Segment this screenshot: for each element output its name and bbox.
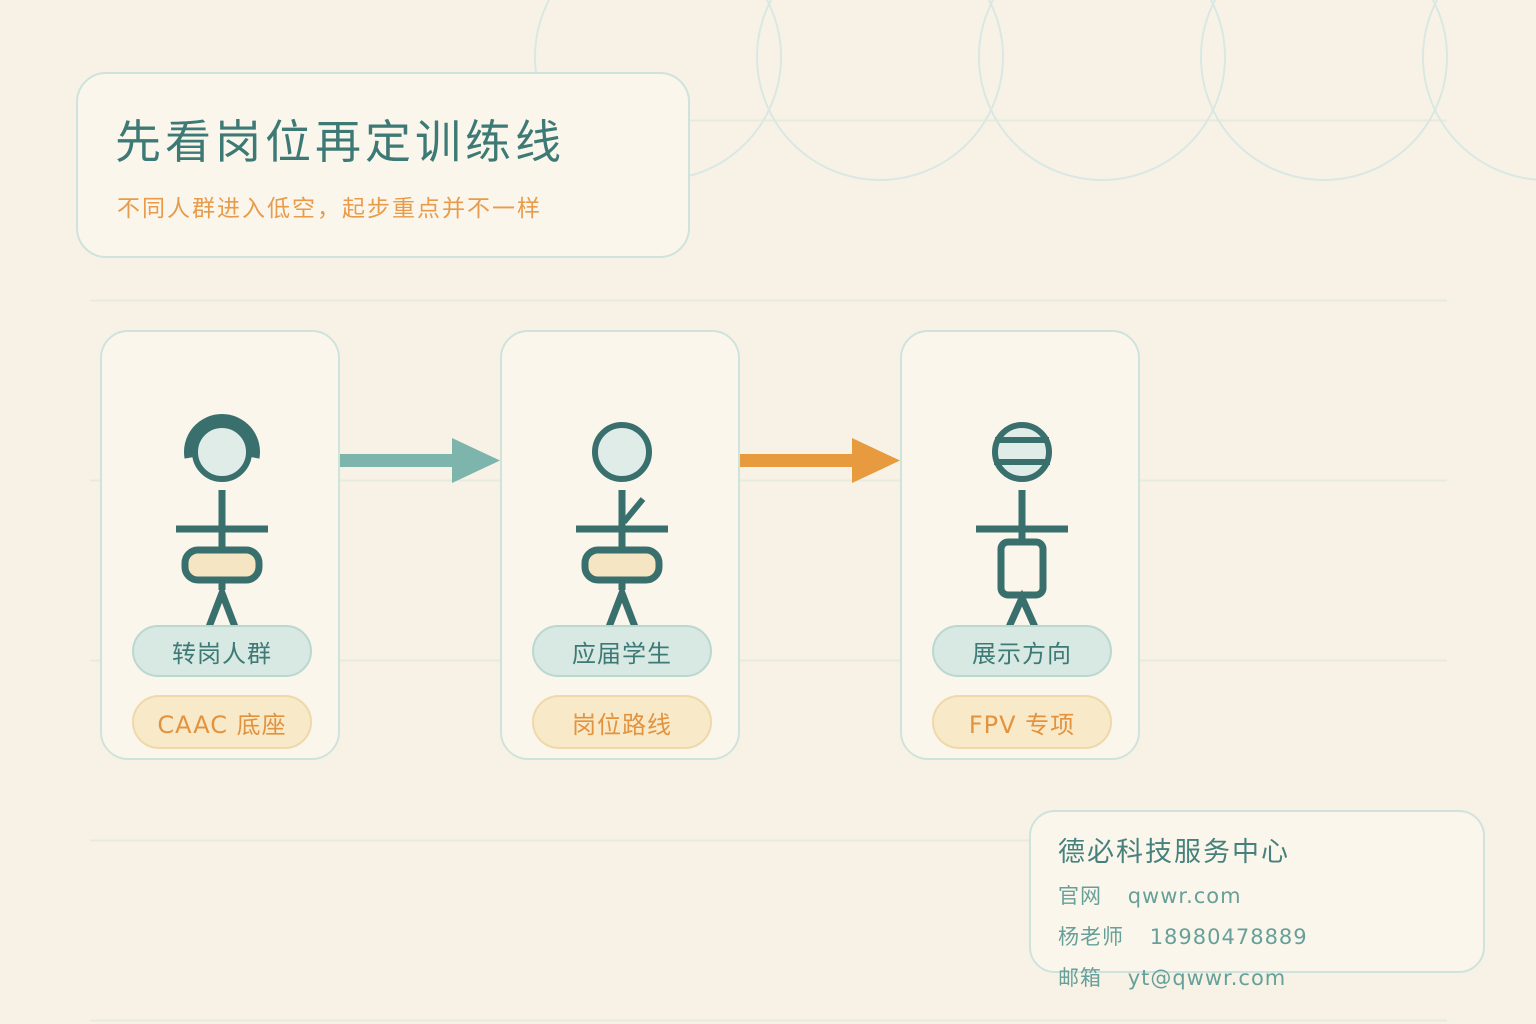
person-helmet-icon [176,414,268,629]
person-goggles-icon [976,422,1068,629]
page-subtitle: 不同人群进入低空，起步重点并不一样 [117,196,542,222]
flow-card-career-switchers: 转岗人群 CAAC 底座 [100,330,340,760]
contact-value: qwwr.com [1127,884,1242,908]
person-graduate-icon [576,422,668,629]
track-badge: FPV 专项 [932,695,1112,749]
flow-card-showcase: 展示方向 FPV 专项 [900,330,1140,760]
audience-badge: 展示方向 [932,625,1112,677]
scalloped-arcs [534,0,1536,181]
track-badge: CAAC 底座 [132,695,312,749]
track-badge: 岗位路线 [532,695,712,749]
contact-row-email: 邮箱 yt@qwwr.com [1058,962,1483,992]
company-name: 德必科技服务中心 [1058,837,1290,868]
flow-arrow-2-icon [740,438,900,483]
title-panel: 先看岗位再定训练线 不同人群进入低空，起步重点并不一样 [76,72,690,258]
flow-arrow-1-icon [340,438,500,483]
contact-value: yt@qwwr.com [1127,966,1287,990]
contact-row-website: 官网 qwwr.com [1058,880,1483,910]
contact-value: 18980478889 [1149,925,1308,949]
page-title: 先看岗位再定训练线 [115,115,565,169]
contact-label: 官网 [1058,884,1102,908]
contact-panel: 德必科技服务中心 官网 qwwr.com 杨老师 18980478889 邮箱 … [1029,810,1485,990]
contact-label: 杨老师 [1058,925,1124,949]
contact-label: 邮箱 [1058,966,1102,990]
audience-badge: 转岗人群 [132,625,312,677]
contact-row-phone: 杨老师 18980478889 [1058,921,1483,951]
audience-badge: 应届学生 [532,625,712,677]
flow-card-fresh-graduates: 应届学生 岗位路线 [500,330,740,760]
